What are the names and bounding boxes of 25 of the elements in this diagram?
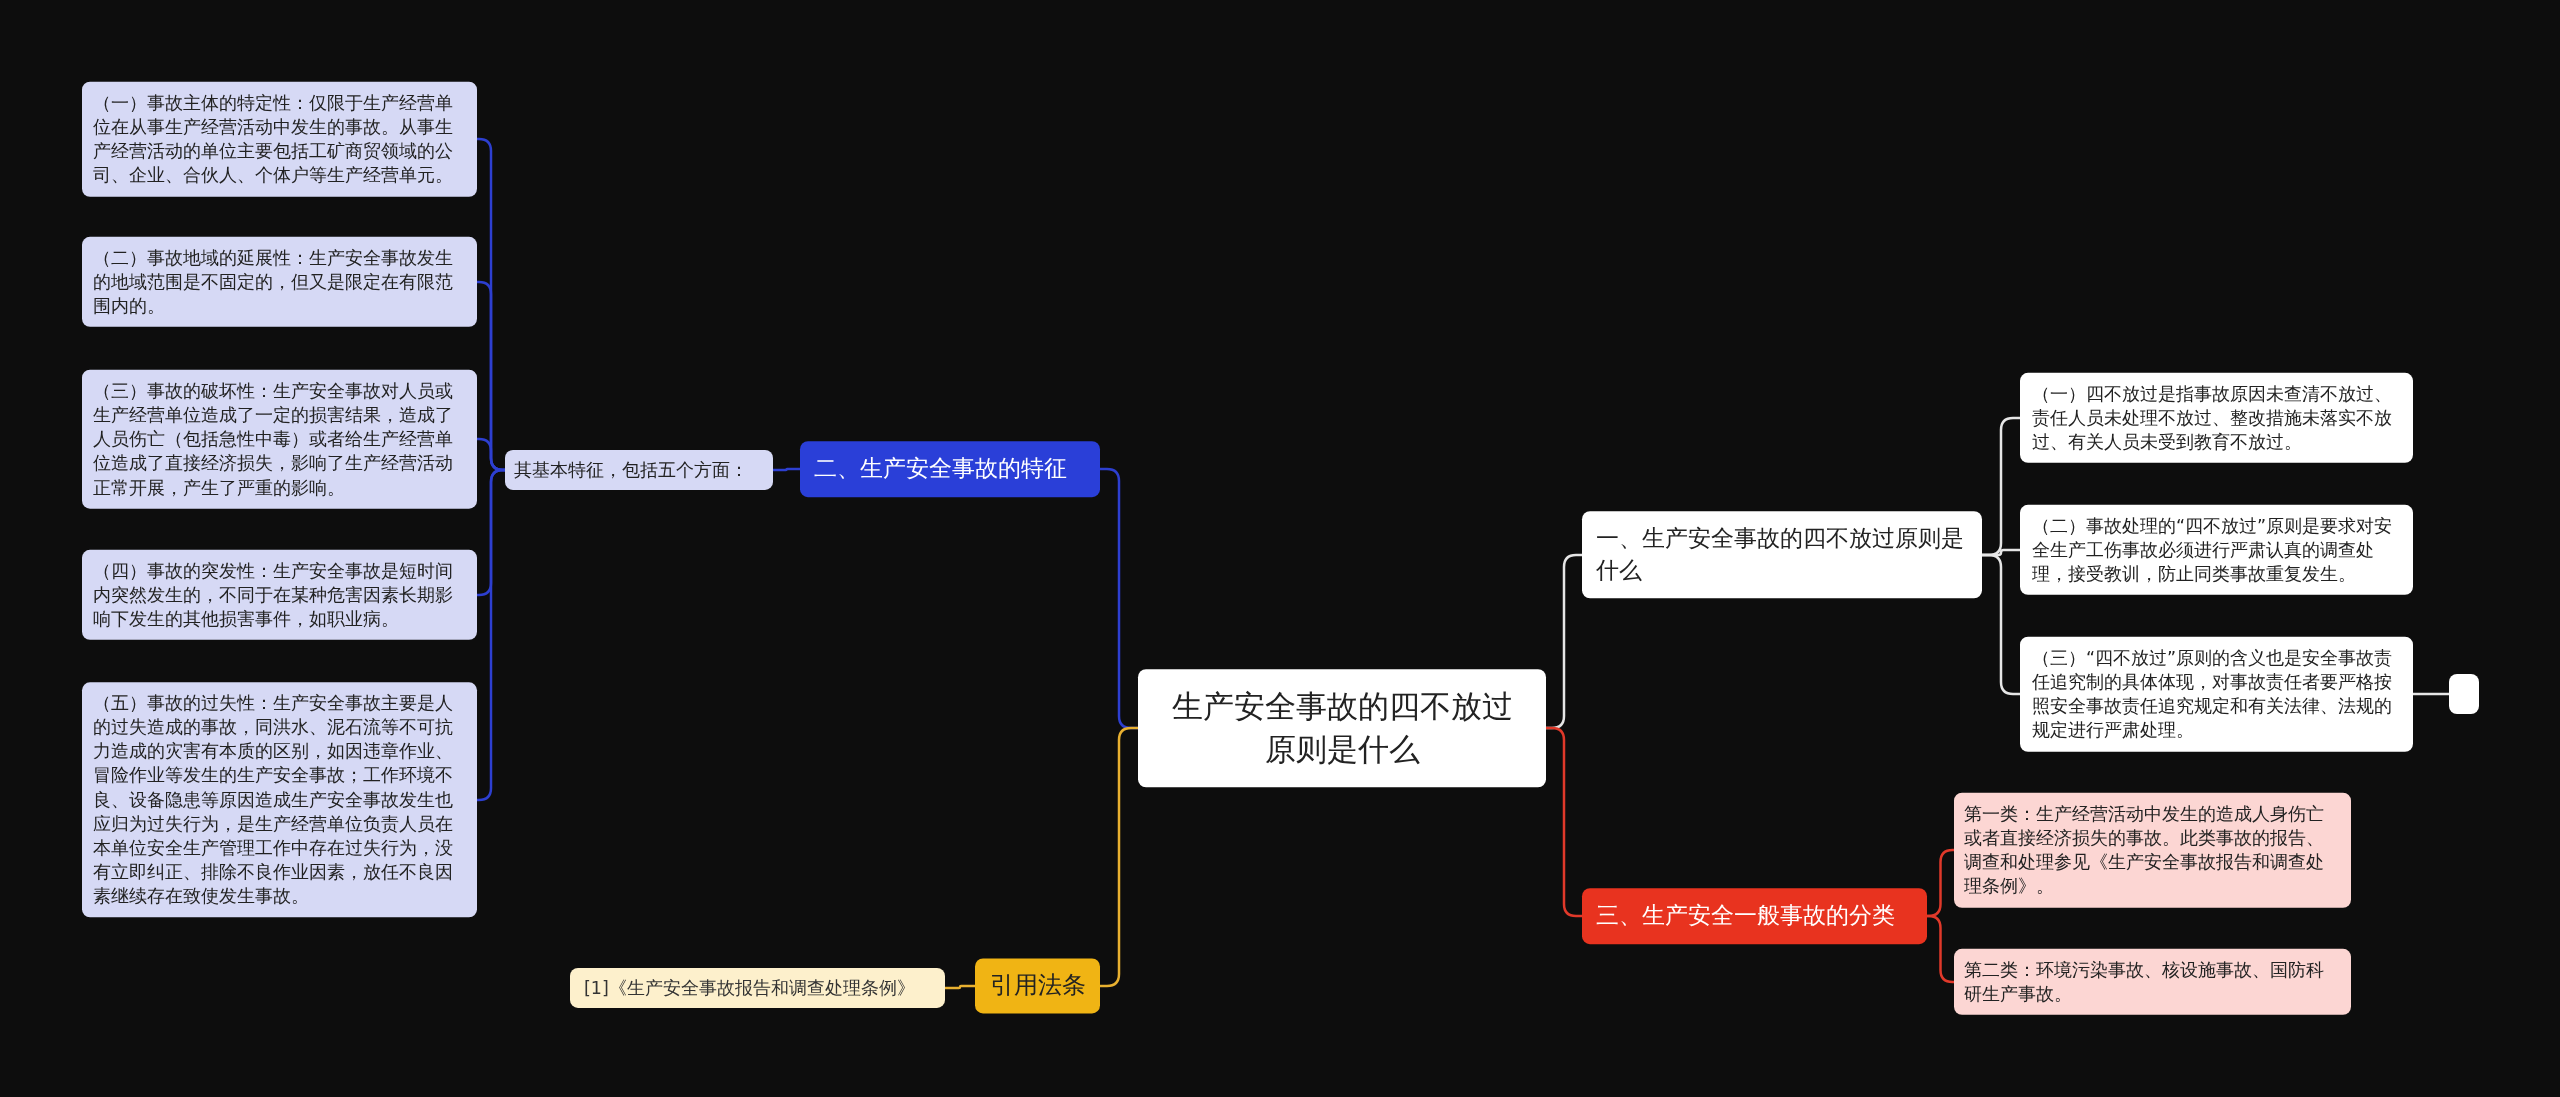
reference-box: [1]《生产安全事故报告和调查处理条例》 bbox=[570, 967, 945, 1009]
subtopic-box: 其基本特征，包括五个方面： bbox=[505, 449, 773, 491]
topic-box: 三、生产安全一般事故的分类 bbox=[1582, 888, 1927, 944]
subtopic-box: （一）四不放过是指事故原因未查清不放过、责任人员未处理不放过、整改措施未落实不放过、有关人员未受到教育不放过。 bbox=[2020, 372, 2413, 464]
connector-line bbox=[773, 467, 800, 472]
subtopic-box: （二）事故地域的延展性：生产安全事故发生的地域范围是不固定的，但又是限定在有限范围内的。 bbox=[82, 236, 477, 328]
topic-box: 引用法条 bbox=[975, 958, 1100, 1014]
subtopic-box: （五）事故的过失性：生产安全事故主要是人的过失造成的事故，同洪水、泥石流等不可抗力造成的灾害有本质的区别，如因违章作业、冒险作业等发生的生产安全事故；工作环境不良、设备隐患等原因造成生产安全事故发生也应归为过失行为，是生产经营单位负责人员在本单位安全生产管理工作中存在过失行为，没有立即纠正、排除不良作业因素，放任不良因素继续存在致使发生事故。 bbox=[82, 682, 477, 918]
connector-line bbox=[1100, 726, 1138, 988]
connector-line bbox=[1982, 553, 2020, 696]
central-topic-box: 生产安全事故的四不放过原则是什么 bbox=[1138, 669, 1546, 787]
connector-line bbox=[2413, 692, 2449, 696]
subtopic-box: （一）事故主体的特定性：仅限于生产经营单位在从事生产经营活动中发生的事故。从事生产经营活动的单位主要包括工矿商贸领域的公司、企业、合伙人、个体户等生产经营单元。 bbox=[82, 81, 477, 197]
topic-box: 二、生产安全事故的特征 bbox=[800, 441, 1100, 497]
subtopic-box: （二）事故处理的“四不放过”原则是要求对安全生产工伤事故必须进行严肃认真的调查处理，接受教训，防止同类事故重复发生。 bbox=[2020, 504, 2413, 596]
topic-box: 一、生产安全事故的四不放过原则是什么 bbox=[1582, 511, 1982, 599]
connector-line bbox=[476, 468, 506, 802]
empty-box bbox=[2449, 674, 2479, 714]
subtopic-box: （三）“四不放过”原则的含义也是安全事故责任追究制的具体体现，对事故责任者要严格按照安全事故责任追究规定和有关法律、法规的规定进行严肃处理。 bbox=[2020, 636, 2413, 752]
connector-line bbox=[945, 984, 975, 990]
subtopic-box: 第一类：生产经营活动中发生的造成人身伤亡或者直接经济损失的事故。此类事故的报告、调查和处理参见《生产安全事故报告和调查处理条例》。 bbox=[1954, 792, 2351, 908]
connector-line bbox=[1926, 914, 1955, 984]
subtopic-box: （三）事故的破坏性：生产安全事故对人员或生产经营单位造成了一定的损害结果，造成了人员伤亡（包括急性中毒）或者给生产经营单位造成了直接经济损失，影响了生产经营活动正常开展，产生了严重的影响。 bbox=[82, 369, 477, 509]
subtopic-box: （四）事故的突发性：生产安全事故是短时间内突然发生的，不同于在某种危害因素长期影响下发生的其他损害事件，如职业病。 bbox=[82, 549, 477, 641]
subtopic-box: 第二类：环境污染事故、核设施事故、国防科研生产事故。 bbox=[1954, 948, 2351, 1016]
